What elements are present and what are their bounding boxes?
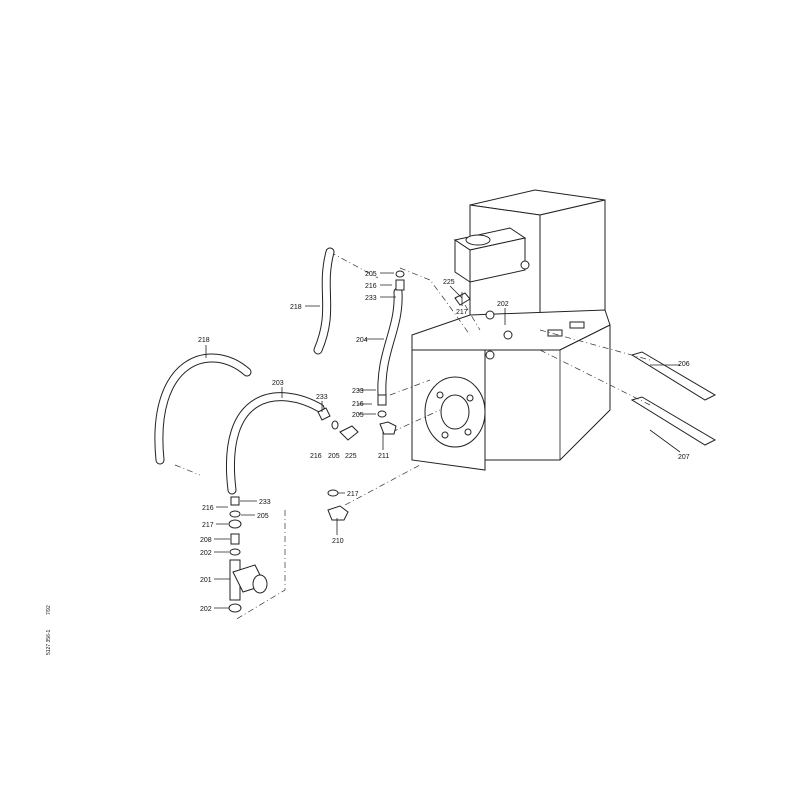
label-210: 210 (332, 538, 344, 545)
mounting-rails (630, 351, 717, 446)
label-217: 217 (347, 491, 359, 498)
label-225: 225 (443, 279, 455, 286)
part-labels: 205 216 233 218 204 218 203 233 216 205 … (198, 271, 690, 613)
drawing-code: 5127 356-1 (46, 629, 52, 655)
boiler-unit (411, 189, 611, 471)
label-216: 216 (365, 283, 377, 290)
label-205: 205 (328, 453, 340, 460)
label-202: 202 (497, 301, 509, 308)
fittings (228, 270, 471, 613)
label-202: 202 (200, 606, 212, 613)
drawing-reference: 5127 356-1 7/92 (46, 605, 52, 655)
label-233: 233 (365, 295, 377, 302)
hoses (154, 247, 403, 495)
circulation-pump (229, 559, 268, 601)
label-211: 211 (378, 453, 389, 460)
label-216: 216 (310, 453, 322, 460)
label-203: 203 (272, 380, 284, 387)
label-216: 216 (352, 401, 364, 408)
label-218: 218 (198, 337, 210, 344)
label-233: 233 (316, 394, 328, 401)
label-207: 207 (678, 454, 690, 461)
drawing-date: 7/92 (46, 605, 52, 615)
label-202: 202 (200, 550, 212, 557)
label-204: 204 (356, 337, 368, 344)
label-217: 217 (456, 309, 468, 316)
label-201: 201 (200, 577, 212, 584)
label-225: 225 (345, 453, 357, 460)
label-205: 205 (365, 271, 377, 278)
label-233: 233 (259, 499, 271, 506)
label-205: 205 (352, 412, 364, 419)
label-217: 217 (202, 522, 214, 529)
label-208: 208 (200, 537, 212, 544)
label-216: 216 (202, 505, 214, 512)
label-218: 218 (290, 304, 302, 311)
label-205: 205 (257, 513, 269, 520)
label-233: 233 (352, 388, 364, 395)
label-206: 206 (678, 361, 690, 368)
